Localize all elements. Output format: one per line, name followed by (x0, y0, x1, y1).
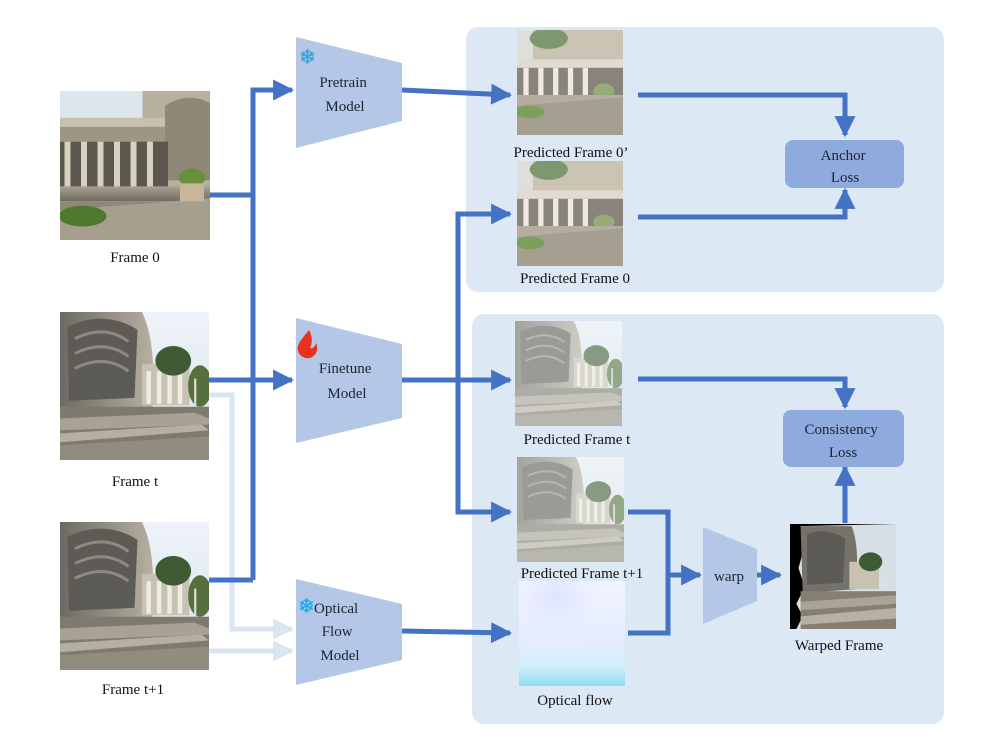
warp-module: warp (703, 527, 757, 624)
input-frame-0: Frame 0 (60, 91, 210, 266)
predicted-frame-0-image (517, 161, 623, 266)
predicted-frame-t: Predicted Frame t (515, 321, 631, 448)
finetune-model: Finetune Model (296, 318, 402, 443)
optical-flow-output: Optical flow (519, 581, 625, 709)
frame-t1-label: Frame t+1 (102, 682, 164, 698)
frame-t-label: Frame t (112, 474, 159, 490)
predicted-frame-t1: Predicted Frame t+1 (517, 457, 643, 582)
flow-arrows (209, 79, 856, 644)
warped-frame: Warped Frame (790, 524, 896, 654)
predicted-frame-0-prime-image (517, 30, 623, 135)
pretrain-model: Pretrain Model (296, 37, 402, 148)
input-frame-t1: Frame t+1 (60, 522, 209, 698)
predicted-frame-t1-image (517, 457, 626, 562)
warped-frame-label: Warped Frame (795, 638, 884, 654)
predicted-frame-t-label: Predicted Frame t (524, 432, 631, 448)
predicted-frame-0-prime-label: Predicted Frame 0’ (514, 145, 629, 161)
optical-flow-model-label: Optical Flow Model (314, 601, 362, 664)
optical-flow-model: Optical Flow Model (296, 579, 402, 685)
consistency-loss-label: Consistency Loss (804, 422, 881, 461)
predicted-frame-0-prime: Predicted Frame 0’ (514, 30, 629, 161)
flame-icon (297, 330, 318, 359)
input-frame-t: Frame t (60, 312, 209, 490)
finetune-model-label: Finetune Model (319, 361, 375, 402)
anchor-loss-label: Anchor Loss (821, 148, 870, 186)
frame-t1-image (60, 522, 209, 670)
pretrain-model-label: Pretrain Model (319, 75, 370, 115)
optical-flow-label: Optical flow (537, 693, 613, 709)
consistency-loss: Consistency Loss (783, 410, 904, 467)
faint-arrows (209, 392, 295, 662)
anchor-loss: Anchor Loss (785, 140, 904, 188)
predicted-frame-0: Predicted Frame 0 (517, 161, 630, 287)
frame-0-label: Frame 0 (110, 250, 160, 266)
predicted-frame-t1-label: Predicted Frame t+1 (521, 566, 644, 582)
warp-label: warp (714, 569, 744, 585)
frame-0-image (60, 91, 210, 240)
predicted-frame-0-label: Predicted Frame 0 (520, 271, 630, 287)
warped-frame-image (790, 524, 896, 629)
predicted-frame-t-image (515, 321, 624, 426)
frame-t-image (60, 312, 209, 460)
